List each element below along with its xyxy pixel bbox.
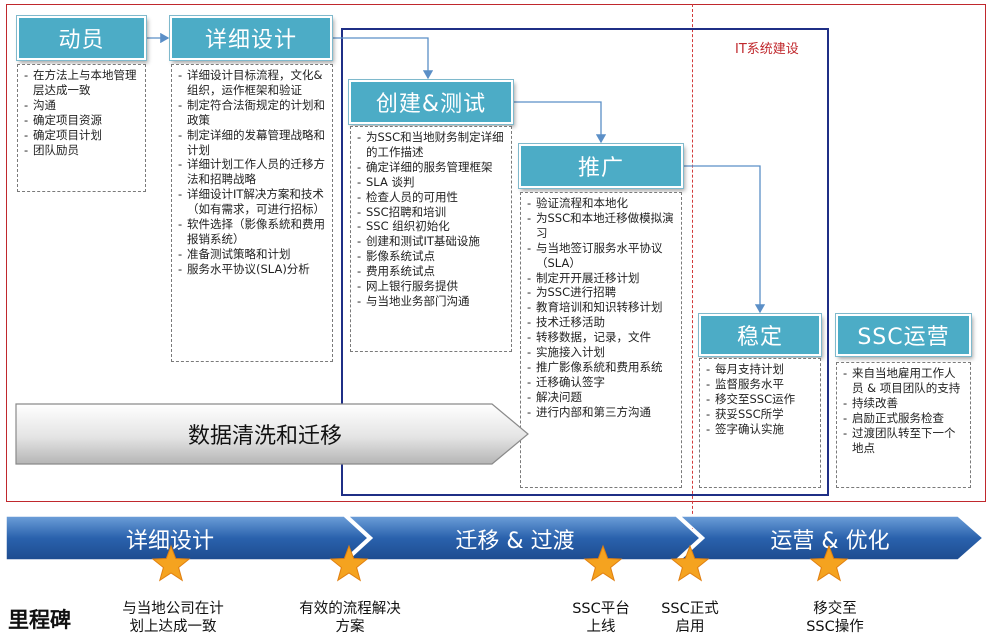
milestone-star-icon <box>583 544 623 582</box>
list-item: 签字确认实施 <box>706 422 816 437</box>
timeline-bar <box>5 515 985 561</box>
arrow-rollout-to-stabilize <box>684 165 766 314</box>
phase-stabilize-title: 稳定 <box>699 314 821 356</box>
milestones-title: 里程碑 <box>8 608 71 632</box>
milestone-star-icon <box>151 544 191 582</box>
phase-build-title: 创建&测试 <box>349 80 513 124</box>
data-migration-arrow <box>15 403 529 465</box>
list-item: 为SSC和本地迁移做模拟演习 <box>527 211 677 241</box>
timeline-label-migration: 迁移 & 过渡 <box>455 529 575 554</box>
list-item: 在方法上与本地管理层达成一致 <box>24 68 141 98</box>
timeline-segment-3 <box>678 515 985 561</box>
arrow-design-to-build <box>333 37 434 80</box>
list-item: 费用系统试点 <box>357 264 507 279</box>
list-item: 教育培训和知识转移计划 <box>527 300 677 315</box>
list-item: SLA 谈判 <box>357 175 507 190</box>
list-item: 制定符合法衙规定的计划和政策 <box>178 98 328 128</box>
list-item: 每月支持计划 <box>706 362 816 377</box>
list-item: 为SSC和当地财务制定详细的工作描述 <box>357 130 507 160</box>
milestone-star-icon <box>329 544 369 582</box>
list-item: 转移数据，记录，文件 <box>527 330 677 345</box>
phase-ssc-ops-list: 来自当地雇用工作人员 & 项目团队的支持 持续改善 启励正式服务检查 过渡团队转… <box>836 362 971 488</box>
milestone-star-icon <box>809 544 849 582</box>
milestone-2-line1: 有效的流程解决 <box>299 601 401 617</box>
list-item: 来自当地雇用工作人员 & 项目团队的支持 <box>843 366 966 396</box>
list-item: 确定项目资源 <box>24 113 141 128</box>
list-item: 详细设计目标流程，文化&组织，运作框架和验证 <box>178 68 328 98</box>
list-item: SSC招聘和培训 <box>357 205 507 220</box>
list-item: 推广影像系統和费用系统 <box>527 360 677 375</box>
milestone-1-line1: 与当地公司在计 <box>122 601 224 617</box>
list-item: 详细设计IT解决方案和技术（如有需求，可进行招标） <box>178 187 328 217</box>
phase-design-title: 详细设计 <box>170 16 332 60</box>
list-item: 制定开开展迁移计划 <box>527 271 677 286</box>
list-item: 团队励员 <box>24 143 141 158</box>
list-item: 进行内部和第三方沟通 <box>527 405 677 420</box>
arrow-build-to-rollout <box>514 101 607 144</box>
list-item: 创建和测试IT基础设施 <box>357 234 507 249</box>
milestone-4: SSC正式 启用 <box>640 600 740 636</box>
milestone-3-line2: 上线 <box>586 619 616 635</box>
milestone-1: 与当地公司在计 划上达成一致 <box>108 600 238 636</box>
milestone-star-icon <box>670 544 710 582</box>
list-item: 服务水平协议(SLA)分析 <box>178 262 328 277</box>
timeline-segment-1 <box>5 515 370 561</box>
phase-rollout-title: 推广 <box>519 144 683 188</box>
milestone-2: 有效的流程解决 方案 <box>285 600 415 636</box>
milestone-1-line2: 划上达成一致 <box>129 619 217 635</box>
list-item: 影像系统试点 <box>357 249 507 264</box>
list-item: 实施接入计划 <box>527 345 677 360</box>
phase-mobilize-title: 动员 <box>17 16 146 60</box>
list-item: 持续改善 <box>843 396 966 411</box>
phase-mobilize-list: 在方法上与本地管理层达成一致 沟通 确定项目资源 确定项目计划 团队励员 <box>17 64 146 192</box>
list-item: 验证流程和本地化 <box>527 196 677 211</box>
phase-design-list: 详细设计目标流程，文化&组织，运作框架和验证 制定符合法衙规定的计划和政策 制定… <box>171 64 333 362</box>
list-item: 获妥SSC所学 <box>706 407 816 422</box>
it-divider-line <box>692 4 693 544</box>
list-item: 沟通 <box>24 98 141 113</box>
list-item: 解决问题 <box>527 390 677 405</box>
phase-stabilize-list: 每月支持计划 监督服务水平 移交至SSC运作 获妥SSC所学 签字确认实施 <box>699 358 821 488</box>
list-item: 与当地签订服务水平协议（SLA） <box>527 241 677 271</box>
milestone-5-line2: SSC操作 <box>806 619 864 635</box>
it-system-box <box>341 28 829 496</box>
list-item: 准备测试策略和计划 <box>178 247 328 262</box>
list-item: 技术迁移活助 <box>527 315 677 330</box>
list-item: 确定项目计划 <box>24 128 141 143</box>
list-item: 移交至SSC运作 <box>706 392 816 407</box>
milestone-2-line2: 方案 <box>335 619 365 635</box>
list-item: 迁移确认签字 <box>527 375 677 390</box>
list-item: 详细计划工作人员的迁移方法和招聘战略 <box>178 157 328 187</box>
list-item: 检查人员的可用性 <box>357 190 507 205</box>
milestone-4-line1: SSC正式 <box>661 601 719 617</box>
list-item: 与当地业务部门沟通 <box>357 294 507 309</box>
it-system-label: IT系统建设 <box>735 42 799 57</box>
list-item: 为SSC进行招聘 <box>527 285 677 300</box>
phase-build-list: 为SSC和当地财务制定详细的工作描述 确定详细的服务管理框架 SLA 谈判 检查… <box>350 126 512 352</box>
milestone-3: SSC平台 上线 <box>551 600 651 636</box>
list-item: 监督服务水平 <box>706 377 816 392</box>
list-item: 确定详细的服务管理框架 <box>357 160 507 175</box>
list-item: 启励正式服务检查 <box>843 411 966 426</box>
milestone-4-line2: 启用 <box>675 619 705 635</box>
list-item: 网上银行服务提供 <box>357 279 507 294</box>
list-item: 过渡团队转至下一个地点 <box>843 426 966 456</box>
list-item: SSC 组织初始化 <box>357 219 507 234</box>
milestone-5: 移交至 SSC操作 <box>785 600 885 636</box>
outer-frame <box>6 4 986 502</box>
phase-ssc-ops-title: SSC运营 <box>836 314 971 356</box>
list-item: 软件选择（影像系統和费用报销系统） <box>178 217 328 247</box>
milestone-stars <box>151 544 849 582</box>
milestone-3-line1: SSC平台 <box>572 601 630 617</box>
list-item: 制定详细的发幕管理战略和计划 <box>178 128 328 158</box>
milestone-5-line1: 移交至 <box>813 601 857 617</box>
data-migration-label: 数据清洗和迁移 <box>187 424 342 449</box>
phase-rollout-list: 验证流程和本地化 为SSC和本地迁移做模拟演习 与当地签订服务水平协议（SLA）… <box>520 192 682 488</box>
